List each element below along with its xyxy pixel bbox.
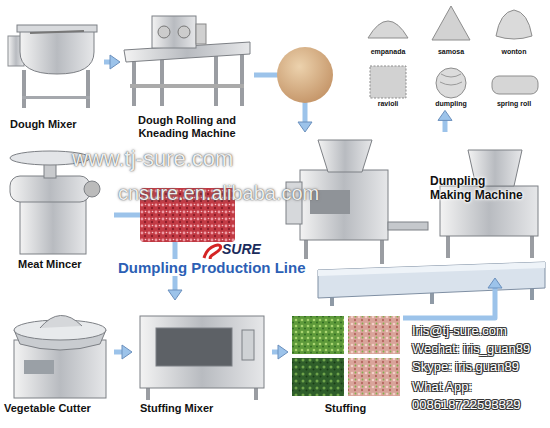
contact-text: Skype: iris.guan89: [412, 360, 519, 375]
flow-arrow: [272, 345, 288, 359]
leg: [132, 58, 136, 106]
stuffing-figure: [292, 316, 400, 396]
arrow-head: [298, 122, 312, 132]
arrow-head: [110, 55, 120, 69]
stuffing-photo: [292, 358, 344, 396]
machine-node: Stuffing Mixer: [132, 300, 272, 420]
stuffing-mixer-figure: [140, 316, 264, 400]
crossbar: [130, 84, 244, 88]
machine-node: spring roll: [486, 64, 542, 110]
vegetable-cutter-figure: [14, 315, 106, 398]
contact-text: What App:: [412, 380, 472, 395]
arrow-head: [278, 345, 288, 359]
machine-node: Dough Rolling and Kneading Machine: [120, 4, 254, 148]
machine-node: Stuffing: [288, 312, 403, 420]
arrow-head: [488, 278, 502, 288]
belt-top: [318, 262, 545, 276]
logo-text: SURE: [222, 241, 261, 257]
machine-label: wonton: [486, 48, 542, 56]
chute: [388, 222, 428, 230]
machine-label: ravioli: [360, 100, 416, 108]
wonton-figure: [496, 10, 532, 39]
window: [156, 328, 232, 366]
machine-node: dumpling: [423, 64, 479, 110]
stuffing-photo: [348, 358, 400, 396]
pleats: [440, 74, 462, 85]
machine-label: Stuffing Mixer: [140, 402, 265, 415]
diagram-title: Dumpling Production Line: [116, 259, 308, 276]
conveyor-figure: [318, 262, 545, 306]
roller: [158, 26, 170, 38]
flow-arrow: [403, 278, 502, 318]
arrow-head: [438, 110, 452, 120]
roller: [178, 26, 190, 38]
leg: [530, 236, 534, 258]
belt: [318, 262, 545, 298]
leg: [160, 56, 164, 106]
leg: [380, 238, 384, 264]
contact-text: 008618722593329: [412, 398, 520, 413]
machine-node: Dumpling Making Machine: [282, 132, 545, 278]
rim: [17, 25, 97, 32]
leg: [22, 70, 26, 108]
machine-node: Meat Mincer: [4, 148, 114, 274]
panel: [24, 360, 54, 374]
contact-text: Wechat: iris_guan89: [412, 342, 530, 357]
machine-label: dumpling: [423, 100, 479, 108]
leg: [214, 54, 218, 106]
machine-node: ravioli: [360, 64, 416, 110]
watermark: www.tj-sure.com: [72, 146, 233, 171]
mixer-body: [140, 316, 264, 388]
dumpling-machine-figure: [286, 140, 538, 264]
machine-node: Vegetable Cutter: [2, 298, 114, 420]
machine-node: Dough Mixer: [4, 4, 104, 136]
machine-label: samosa: [423, 48, 479, 56]
cylinder: [10, 176, 90, 202]
crossbar: [22, 96, 90, 99]
machine-label: Dumpling Making Machine: [430, 174, 527, 203]
leg: [240, 52, 244, 106]
ravioli-figure: [370, 66, 406, 98]
machine-label: empanada: [360, 48, 416, 56]
machine-label: Dough Mixer: [10, 118, 102, 131]
flow-arrow: [114, 345, 132, 359]
rolling-machine-figure: [124, 16, 250, 106]
outlet: [84, 181, 100, 197]
machine-node: wonton: [486, 2, 542, 58]
leg: [86, 70, 90, 108]
dumpling-figure: [436, 68, 466, 98]
mixing-arm: [30, 31, 84, 33]
hopper: [318, 140, 372, 172]
machine-node: samosa: [423, 2, 479, 58]
machine-label: Meat Mincer: [18, 258, 108, 271]
spring-roll-figure: [492, 76, 538, 94]
empanada-figure: [368, 21, 408, 38]
flow-line: [403, 286, 495, 318]
arrow-head: [168, 290, 182, 300]
cabinet: [20, 200, 86, 254]
flow-arrow: [438, 110, 452, 132]
leg: [446, 236, 450, 258]
samosa-figure: [432, 6, 470, 40]
trough: [20, 30, 94, 74]
dough-mixer-figure: [8, 25, 97, 108]
lid: [40, 315, 82, 328]
machine-label: spring roll: [486, 100, 542, 108]
machine-body: [300, 170, 388, 240]
machine-node: empanada: [360, 2, 416, 58]
machine-label: Dough Rolling and Kneading Machine: [120, 114, 254, 140]
machine-label: Vegetable Cutter: [4, 402, 112, 415]
gear-cover: [196, 24, 206, 44]
contact-text: Iris@tj-sure.com: [412, 324, 507, 339]
watermark: cnsure.en.alibaba.com: [118, 182, 319, 205]
control: [242, 330, 254, 360]
roller-housing: [152, 16, 196, 48]
stuffing-photo: [292, 316, 344, 354]
stuffing-photo: [348, 316, 400, 354]
machine-label: Stuffing: [288, 402, 403, 415]
dough-ball: [277, 47, 333, 103]
arrow-head: [122, 345, 132, 359]
flow-arrow: [104, 55, 120, 69]
